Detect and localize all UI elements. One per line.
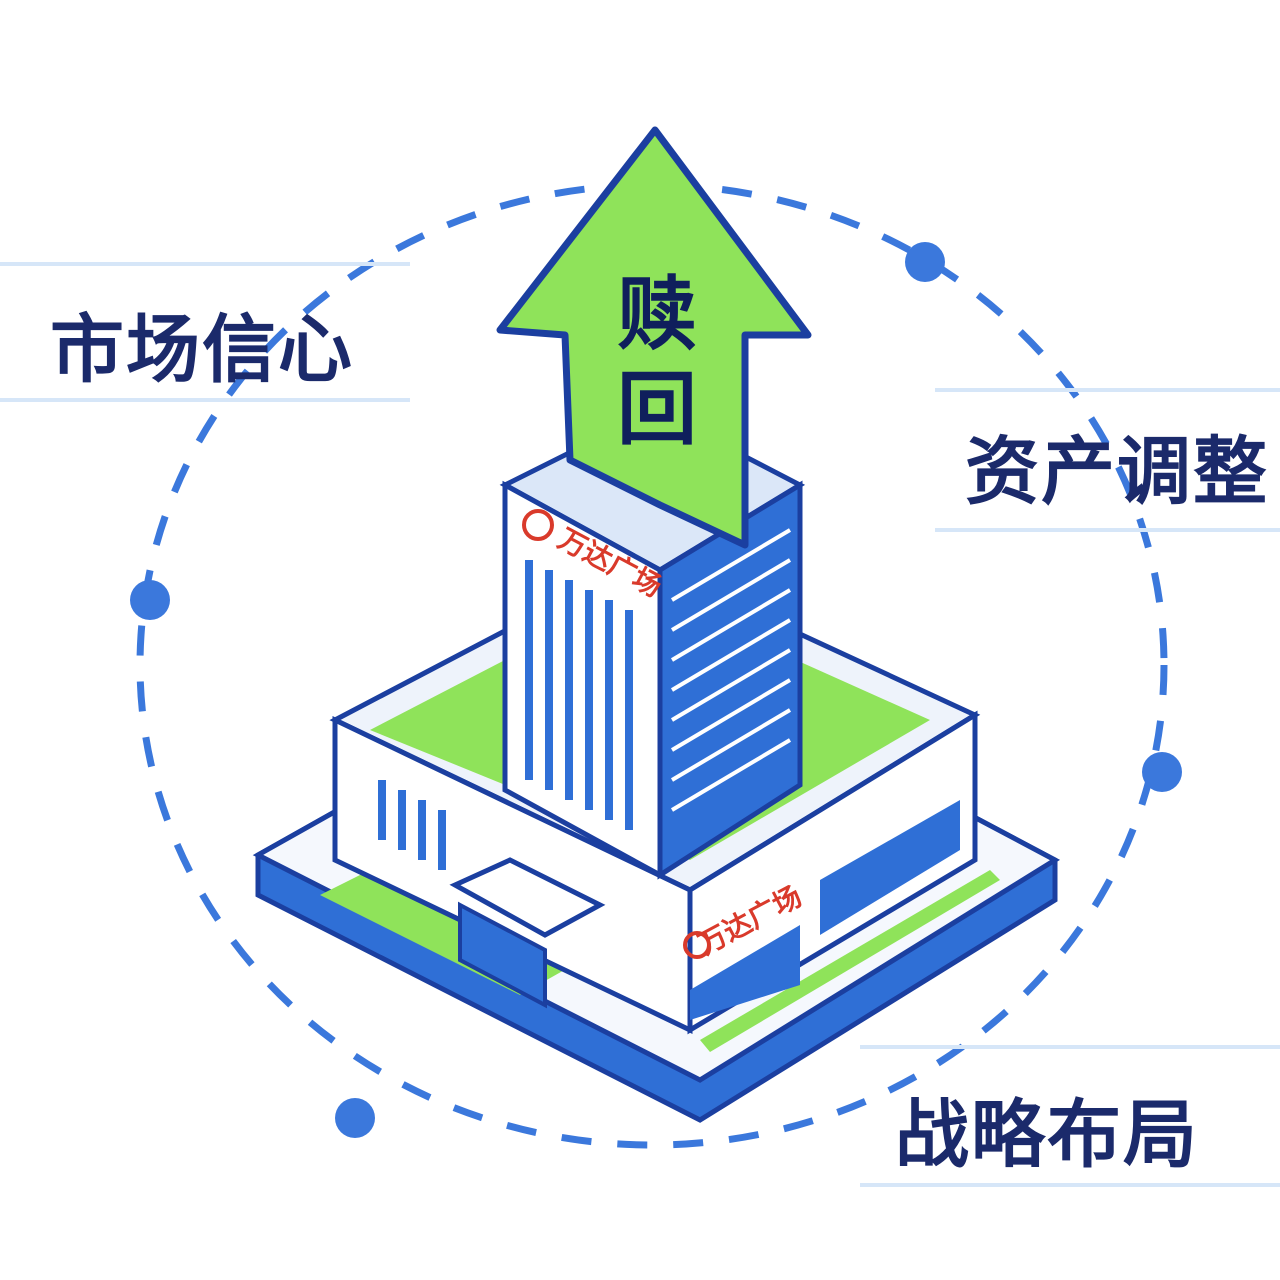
brand-logo-icon	[522, 509, 554, 541]
divider	[860, 1045, 1280, 1049]
divider	[860, 1183, 1280, 1187]
divider	[0, 262, 410, 266]
divider	[0, 398, 410, 402]
ring-node-top-right	[905, 242, 945, 282]
up-arrow-icon	[496, 126, 812, 549]
entrance-door	[458, 901, 547, 1009]
dashed-cycle-ring	[136, 181, 1168, 1149]
divider	[935, 388, 1280, 392]
ring-node-bottom-left	[335, 1098, 375, 1138]
label-strategic-layout: 战略布局	[895, 1092, 1199, 1178]
ring-node-right	[1142, 752, 1182, 792]
label-market-confidence: 市场信心	[50, 307, 354, 393]
label-asset-adjustment: 资产调整	[965, 429, 1269, 515]
divider	[935, 528, 1280, 532]
ring-node-left	[130, 580, 170, 620]
brand-logo-icon	[683, 931, 711, 959]
arrow-label-line2: 回	[617, 363, 697, 456]
arrow-label-line1: 赎	[617, 268, 697, 361]
